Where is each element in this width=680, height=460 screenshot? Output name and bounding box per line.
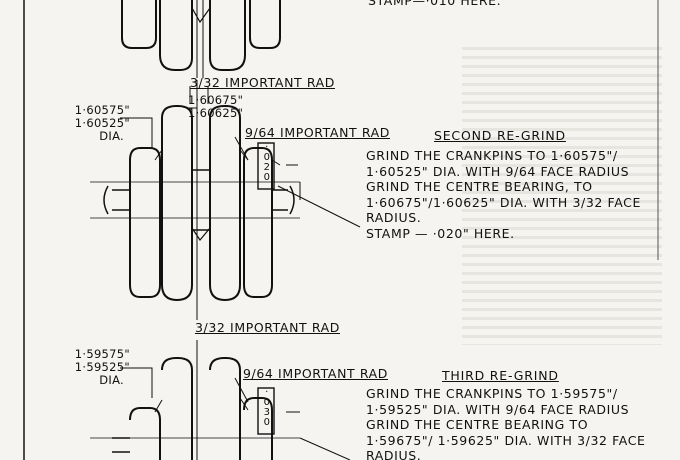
stamp-marks-third: · 0 3 0 [263, 387, 271, 428]
crank-third-regrind [90, 340, 300, 460]
instructions-second: GRIND THE CRANKPINS TO 1·60575"/ 1·60525… [366, 148, 641, 241]
bleed-through-text [462, 45, 667, 345]
dim-lines-second [120, 86, 361, 228]
heading-third-regrind: THIRD RE-GRIND [442, 368, 559, 383]
crank-top-partial [121, 0, 281, 78]
top-stamp-line: STAMP—·010 HERE. [368, 0, 502, 8]
dim-lines-third [120, 367, 351, 460]
instructions-third: GRIND THE CRANKPINS TO 1·59575"/ 1·59525… [366, 386, 646, 460]
stamp-marks-second: · 0 2 0 [263, 142, 271, 183]
crankpin-dim-second: 1·60575" 1·60525" DIA. [74, 103, 130, 143]
rad-label-second-top: 3/32 IMPORTANT RAD [190, 75, 335, 90]
face-rad-label-second: 9/64 IMPORTANT RAD [245, 125, 390, 140]
journal-dim-second: 1·60675" 1·60625" [188, 93, 244, 120]
rad-label-third-top: 3/32 IMPORTANT RAD [195, 320, 340, 335]
crankpin-dim-third: 1·59575" 1·59525" DIA. [74, 347, 130, 387]
face-rad-label-third: 9/64 IMPORTANT RAD [243, 366, 388, 381]
heading-second-regrind: SECOND RE-GRIND [434, 128, 566, 143]
